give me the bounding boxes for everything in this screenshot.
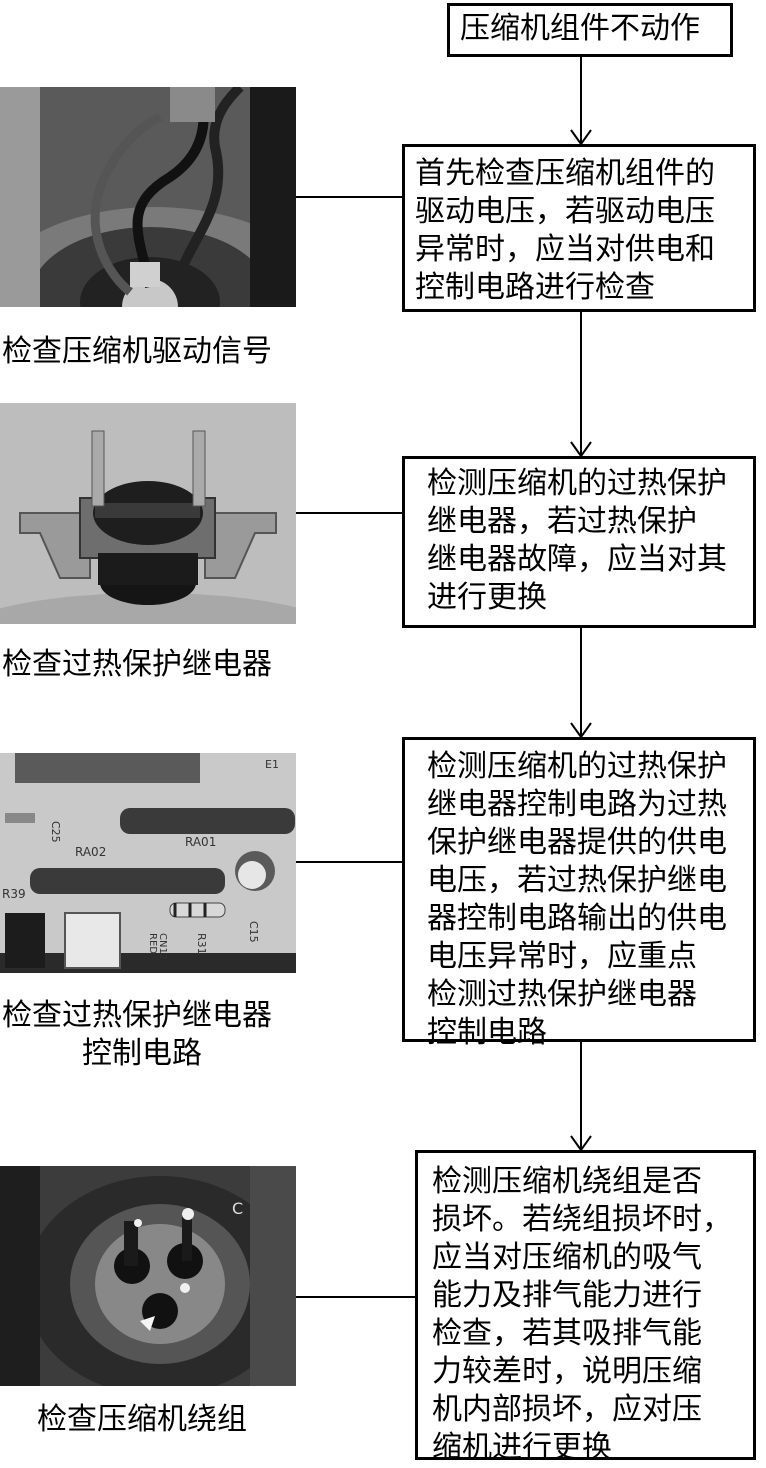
step-3-line: 检测过热保护继电器 (427, 976, 731, 1014)
relay-circuit-photo: C25 RA02 RA01 R39 R31 C15 RED CN12 E1 (0, 753, 296, 973)
pcb-label-c25: C25 (49, 821, 62, 843)
step-3-line: 保护继电器提供的供电 (427, 824, 731, 862)
step-3-line: 控制电路 (427, 1014, 731, 1052)
caption-3-line-2: 控制电路 (2, 1035, 272, 1073)
step-1-line: 控制电路进行检查 (415, 269, 743, 307)
caption-3-line-1: 检查过热保护继电器 (2, 997, 272, 1035)
step-4-line: 力较差时，说明压缩 (432, 1353, 739, 1391)
caption-1-text: 检查压缩机驱动信号 (2, 334, 272, 369)
pcb-label-c15: C15 (247, 921, 260, 943)
step-3-line: 电压异常时，应重点 (427, 938, 731, 976)
relay-circuit-illustration: C25 RA02 RA01 R39 R31 C15 RED CN12 E1 (0, 753, 296, 973)
compressor-drive-photo (0, 87, 296, 307)
caption-2: 检查过热保护继电器 (2, 646, 272, 684)
step-1-line: 首先检查压缩机组件的 (415, 155, 743, 193)
step-2-line: 继电器，若过热保护 (427, 503, 731, 541)
step-3-line: 电压，若过热保护继电 (427, 862, 731, 900)
thermal-relay-illustration (0, 403, 296, 624)
step-3-line: 器控制电路输出的供电 (427, 900, 731, 938)
svg-text:C: C (232, 1199, 243, 1218)
step-4-line: 检测压缩机绕组是否 (432, 1163, 739, 1201)
caption-4: 检查压缩机绕组 (37, 1401, 247, 1439)
pcb-label-cn12: CN12 (157, 933, 168, 960)
step-4-line: 能力及排气能力进行 (432, 1277, 739, 1315)
pcb-label-ra02: RA02 (75, 845, 106, 859)
step-2-line: 继电器故障，应当对其 (427, 541, 731, 579)
step-1-line: 驱动电压，若驱动电压 (415, 193, 743, 231)
step-box-1: 首先检查压缩机组件的 驱动电压，若驱动电压 异常时，应当对供电和 控制电路进行检… (402, 144, 756, 312)
caption-1: 检查压缩机驱动信号 (2, 333, 272, 371)
step-box-3: 检测压缩机的过热保护 继电器控制电路为过热 保护继电器提供的供电 电压，若过热保… (402, 737, 756, 1042)
pcb-label-r39: R39 (2, 887, 26, 901)
caption-3: 检查过热保护继电器 控制电路 (2, 997, 272, 1073)
start-box-text: 压缩机组件不动作 (460, 10, 720, 48)
step-4-line: 应当对压缩机的吸气 (432, 1239, 739, 1277)
step-1-line: 异常时，应当对供电和 (415, 231, 743, 269)
step-4-line: 检查，若其吸排气能 (432, 1315, 739, 1353)
thermal-relay-photo (0, 403, 296, 624)
pcb-label-e1: E1 (265, 758, 279, 771)
step-2-line: 检测压缩机的过热保护 (427, 465, 731, 503)
start-box: 压缩机组件不动作 (447, 3, 733, 57)
caption-2-text: 检查过热保护继电器 (2, 647, 272, 682)
pcb-label-red: RED (147, 933, 158, 954)
step-4-line: 缩机进行更换 (432, 1429, 739, 1467)
step-3-line: 继电器控制电路为过热 (427, 786, 731, 824)
step-3-line: 检测压缩机的过热保护 (427, 748, 731, 786)
step-box-4: 检测压缩机绕组是否 损坏。若绕组损坏时， 应当对压缩机的吸气 能力及排气能力进行… (415, 1150, 756, 1460)
caption-4-text: 检查压缩机绕组 (37, 1402, 247, 1437)
step-2-line: 进行更换 (427, 579, 731, 617)
compressor-winding-photo: C (0, 1166, 296, 1386)
compressor-drive-illustration (0, 87, 296, 307)
pcb-label-ra01: RA01 (185, 835, 216, 849)
step-4-line: 损坏。若绕组损坏时， (432, 1201, 739, 1239)
compressor-winding-illustration: C (0, 1166, 296, 1386)
step-4-line: 机内部损坏，应对压 (432, 1391, 739, 1429)
step-box-2: 检测压缩机的过热保护 继电器，若过热保护 继电器故障，应当对其 进行更换 (402, 456, 756, 628)
pcb-label-r31: R31 (195, 933, 208, 955)
